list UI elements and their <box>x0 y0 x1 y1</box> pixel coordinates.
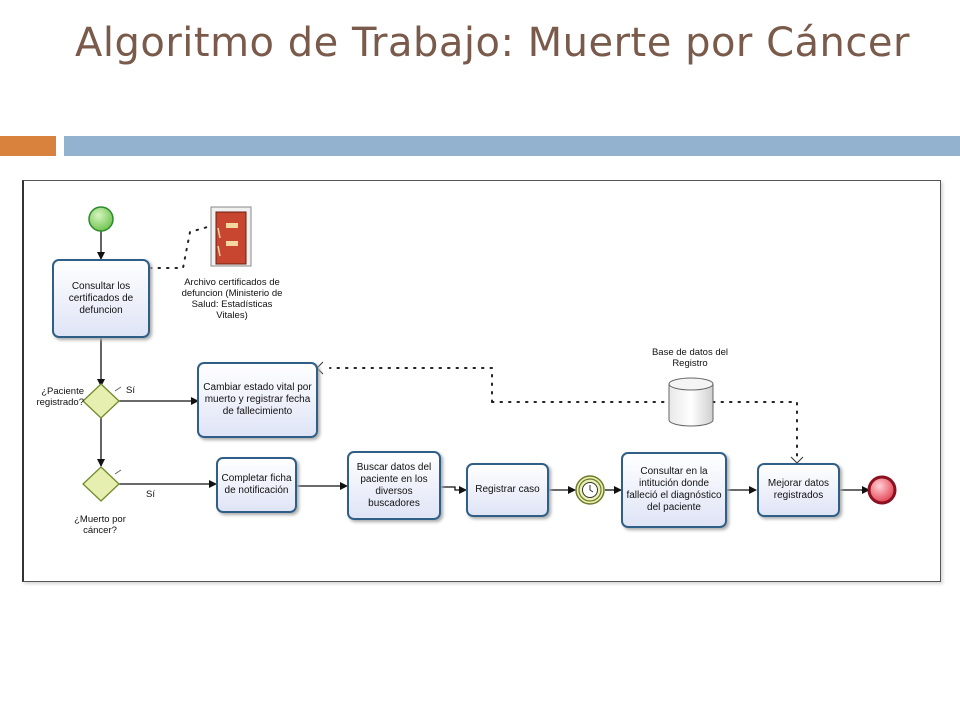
gateway-default-marks <box>114 386 122 475</box>
association-archivo <box>149 225 212 269</box>
gateway-label-paciente-registrado: ¿Paciente registrado? <box>36 386 84 408</box>
task-consultar-institucion[interactable]: Consultar en la intitución donde falleci… <box>621 452 727 528</box>
gateway-paciente-registrado <box>82 383 120 419</box>
database-icon <box>668 377 714 427</box>
task-cambiar-estado[interactable]: Cambiar estado vital por muerto y regist… <box>197 362 318 438</box>
task-consultar-certificados[interactable]: Consultar los certificados de defuncion <box>52 259 150 338</box>
task-buscar-datos[interactable]: Buscar datos del paciente en los diverso… <box>347 451 441 520</box>
association-mejorar <box>491 401 798 461</box>
task-registrar-caso[interactable]: Registrar caso <box>466 463 549 517</box>
task-mejorar-datos[interactable]: Mejorar datos registrados <box>757 463 840 517</box>
archivo-label: Archivo certificados de defuncion (Minis… <box>181 277 283 321</box>
gateway-label-muerto-cancer: ¿Muerto por cáncer? <box>74 514 126 536</box>
flow-label-si-1: Sí <box>126 385 135 396</box>
sequence-flows <box>97 231 870 494</box>
association-cambiar <box>329 367 493 403</box>
file-cabinet-icon <box>210 206 252 267</box>
start-event <box>88 206 114 232</box>
end-event <box>867 475 897 505</box>
gateway-muerto-cancer <box>82 466 120 502</box>
task-completar-ficha[interactable]: Completar ficha de notificación <box>216 457 297 513</box>
slide-title: Algoritmo de Trabajo: Muerte por Cáncer <box>75 20 910 66</box>
accent-bar-orange <box>0 136 56 156</box>
flow-label-si-2: Sí <box>146 489 155 500</box>
flow-buscar-to-registrar <box>441 486 467 494</box>
database-label: Base de datos del Registro <box>651 347 729 369</box>
timer-event <box>575 475 605 505</box>
accent-bar-blue <box>64 136 960 156</box>
associations <box>149 225 798 461</box>
